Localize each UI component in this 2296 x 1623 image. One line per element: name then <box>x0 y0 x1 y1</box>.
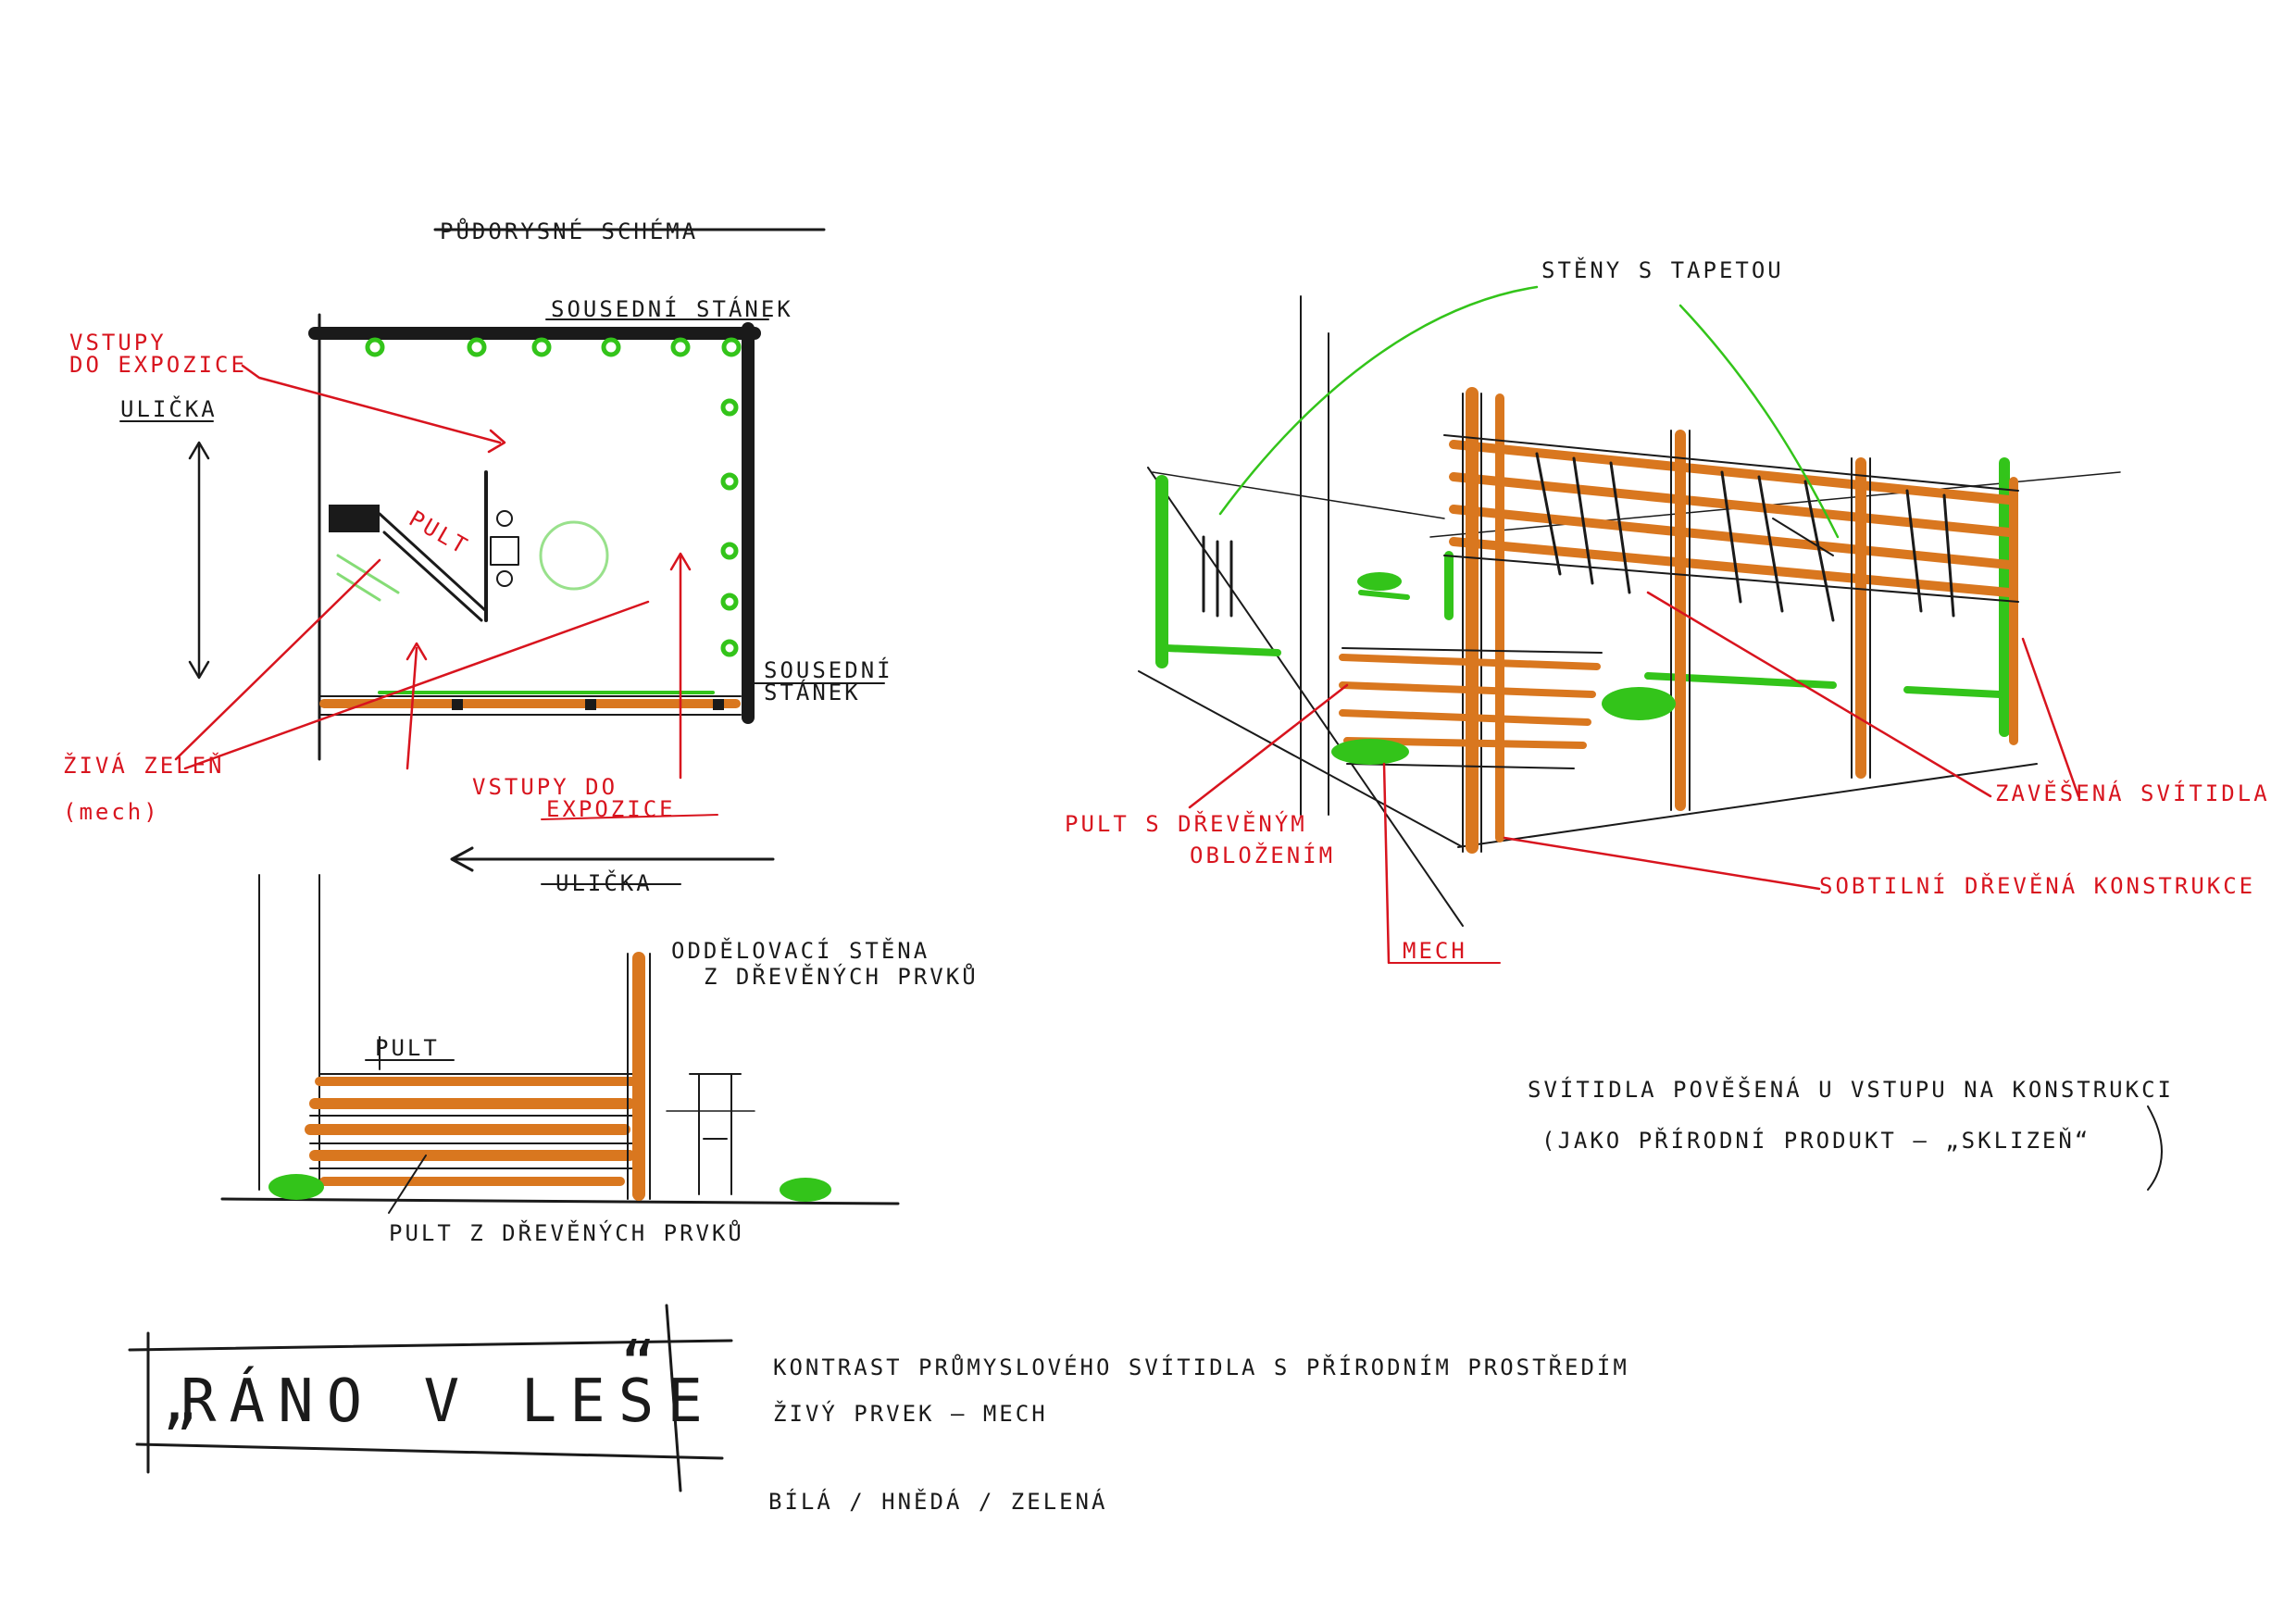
walls-wallpaper-leader-1 <box>1218 285 1539 516</box>
concept-block: „ RÁNO V LESE “ KONTRAST PRŮMYSLOVÉHO SV… <box>128 1304 1629 1515</box>
elevation-moss-left <box>268 1174 324 1200</box>
street-left-label: ULIČKA <box>120 394 218 422</box>
perspective-counter <box>1339 647 1603 769</box>
divider-label-2: Z DŘEVĚNÝCH PRVKŮ <box>704 962 979 990</box>
notes-line-2: (JAKO PŘÍRODNÍ PRODUKT — „SKLIZEŇ“ <box>1541 1127 2090 1154</box>
concept-contrast: KONTRAST PRŮMYSLOVÉHO SVÍTIDLA S PŘÍRODN… <box>773 1353 1629 1380</box>
wooden-structure-label: SOBTILNÍ DŘEVĚNÁ KONSTRUKCE <box>1819 872 2255 899</box>
elevation-divider-wall <box>627 952 651 1201</box>
walls-wallpaper-label: STĚNY S TAPETOU <box>1541 256 1784 283</box>
entries-left-label-1: VSTUPY <box>69 330 167 356</box>
neighbor-stand-top-label: SOUSEDNÍ STÁNEK <box>551 295 793 322</box>
perspective-counter-label-1: PULT S DŘEVĚNÝM <box>1065 810 1307 837</box>
live-green-leader-1 <box>174 558 381 761</box>
concept-title: RÁNO V LESE <box>181 1366 716 1436</box>
suspended-lights-label: ZAVĚŠENÁ SVÍTIDLA <box>1995 779 2270 806</box>
live-green-label-2: (mech) <box>63 799 160 825</box>
divider-label-1: ODDĚLOVACÍ STĚNA <box>671 937 930 964</box>
entries-left-label-2: DO EXPOZICE <box>69 352 247 378</box>
plan-moss-top <box>365 337 742 357</box>
perspective-hanging-lights <box>1535 452 1955 622</box>
street-bottom-label: ULIČKA <box>555 868 653 896</box>
perspective-counter-label-2: OBLOŽENÍM <box>1190 842 1335 868</box>
elevation-ground <box>220 1197 900 1205</box>
perspective-wall-slats <box>1202 535 1233 618</box>
plan-counter-label: PULT <box>405 506 473 560</box>
perspective-moss-label: MECH <box>1403 938 1467 964</box>
live-green-label-1: ŽIVÁ ZELEŇ <box>63 752 225 779</box>
live-green-leader-2 <box>183 600 650 770</box>
elevation-counter-planks <box>305 1073 644 1186</box>
entries-bottom-label-1: VSTUPY DO <box>472 774 618 800</box>
concept-title-quote-close: “ <box>620 1330 669 1399</box>
plan-wooden-rail <box>318 691 742 716</box>
perspective-view: STĚNY S TAPETOU PULT S DŘEVĚNÝM OBLOŽENÍ… <box>1065 256 2270 965</box>
counter-from-wood-label: PULT Z DŘEVĚNÝCH PRVKŮ <box>389 1218 744 1246</box>
plan-counter <box>329 470 609 622</box>
elevation-moss-right <box>780 1178 831 1202</box>
floor-plan: PŮDORYSNÉ SCHÉMA SOUSEDNÍ STÁNEK <box>63 217 893 896</box>
elevation: PULT ODDĚLOVACÍ STĚNA Z DŘEVĚNÝCH PRVKŮ … <box>220 874 979 1246</box>
entries-left-arrow <box>241 364 502 444</box>
notes-line-1: SVÍTIDLA POVĚŠENÁ U VSTUPU NA KONSTRUKCI <box>1528 1075 2174 1103</box>
perspective-moss <box>1331 572 1676 765</box>
neighbor-right-label-1: SOUSEDNÍ <box>764 656 893 683</box>
walls-wallpaper-leader-2 <box>1678 304 1840 539</box>
perspective-wooden-structure <box>1443 387 2019 854</box>
plan-moss-right <box>720 398 739 657</box>
elevation-counter-label: PULT <box>375 1035 440 1061</box>
concept-palette: BÍLÁ / HNĚDÁ / ZELENÁ <box>768 1488 1107 1515</box>
lighting-notes: SVÍTIDLA POVĚŠENÁ U VSTUPU NA KONSTRUKCI… <box>1528 1075 2174 1191</box>
concept-title-quote-open: „ <box>162 1367 211 1436</box>
elevation-light-fixture <box>666 1073 755 1195</box>
concept-living-element: ŽIVÝ PRVEK — MECH <box>773 1400 1048 1427</box>
